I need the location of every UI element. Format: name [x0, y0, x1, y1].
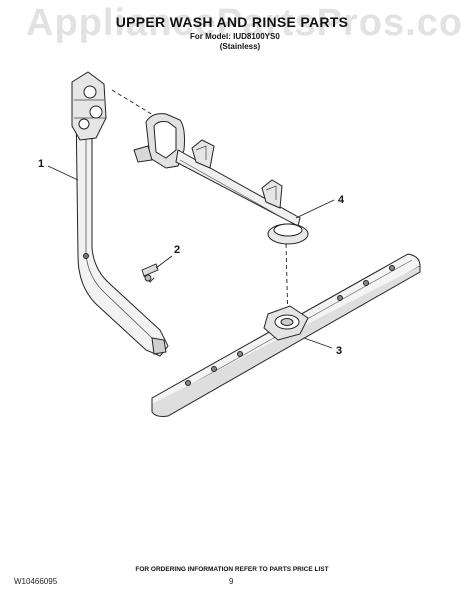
part-2-screw	[141, 263, 159, 283]
finish-label: (Stainless)	[219, 42, 261, 51]
watermark: AppliancePartsPros.com	[26, 2, 464, 44]
callout-3: 3	[336, 345, 343, 357]
page-number: 9	[229, 577, 234, 586]
leader-lines	[47, 165, 335, 349]
part-3-lower-spray-arm	[151, 253, 421, 417]
part-4-upper-manifold	[133, 113, 309, 245]
document-number: W10466095	[14, 577, 58, 586]
callout-4: 4	[338, 194, 345, 206]
ordering-note: FOR ORDERING INFORMATION REFER TO PARTS …	[135, 566, 329, 573]
model-line: For Model: IUD8100YS0	[190, 32, 280, 41]
part-1-supply-tube	[71, 71, 169, 357]
callout-2: 2	[174, 244, 181, 256]
callout-1: 1	[38, 158, 45, 170]
diagram-title: UPPER WASH AND RINSE PARTS	[115, 14, 349, 30]
